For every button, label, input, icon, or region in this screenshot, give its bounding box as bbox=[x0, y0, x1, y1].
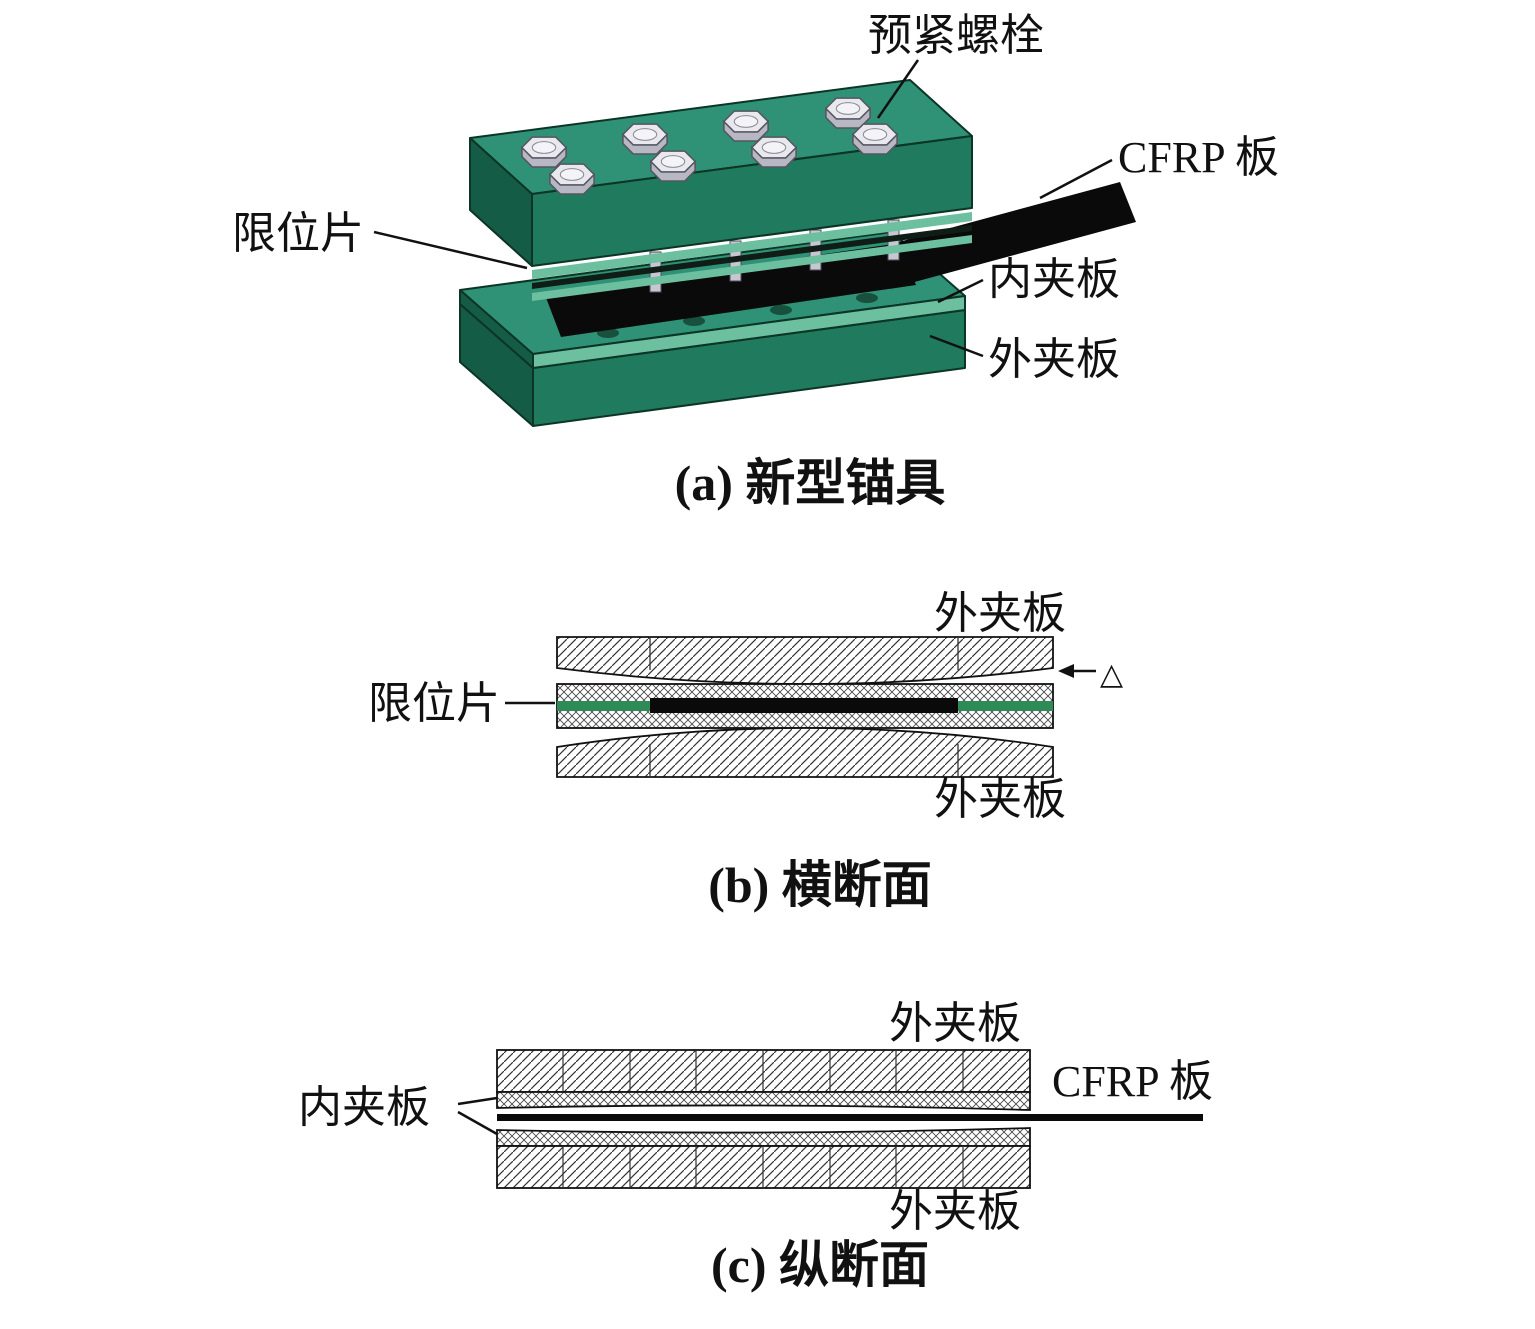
label-limit-piece-a: 限位片 bbox=[232, 209, 364, 258]
hex-bolt bbox=[751, 136, 797, 168]
outer-clamp-top-section bbox=[556, 636, 1054, 685]
leader-inner-clamp-upper-c bbox=[457, 1096, 498, 1106]
label-outer-clamp-bottom-b: 外夹板 bbox=[934, 775, 1066, 824]
outer-clamp-top-divisions-c bbox=[562, 1050, 964, 1092]
outer-clamp-bottom-divisions bbox=[649, 744, 959, 777]
outer-clamp-top-divisions bbox=[649, 637, 959, 670]
outer-clamp-bottom-divisions-c bbox=[562, 1146, 964, 1188]
outer-clamp-top-front-face bbox=[531, 135, 973, 267]
label-outer-clamp-bottom-c: 外夹板 bbox=[889, 1187, 1021, 1236]
cfrp-plate-3d-tongue bbox=[880, 182, 1136, 287]
panel-c-longitudinal-section: 外夹板 CFRP 板 内夹板 外夹板 (c) 纵断面 bbox=[298, 999, 1213, 1293]
inner-clamp-left-edge bbox=[459, 289, 534, 369]
hex-bolt bbox=[622, 123, 668, 155]
cfrp-plate-section-c bbox=[497, 1114, 1203, 1121]
cfrp-plate-section-b bbox=[650, 698, 958, 713]
leader-inner-clamp-lower-c bbox=[457, 1110, 498, 1136]
label-outer-clamp-a: 外夹板 bbox=[988, 335, 1120, 384]
cfrp-plate-3d bbox=[545, 243, 916, 337]
leader-outer-clamp-a bbox=[929, 334, 984, 358]
label-outer-clamp-top-b: 外夹板 bbox=[934, 589, 1066, 638]
panel-b-cross-section: 外夹板 限位片 △ 外夹板 (b) 横断面 bbox=[368, 589, 1123, 913]
panel-a-illustration: 预紧螺栓 CFRP 板 限位片 内夹板 外夹板 (a) 新型锚具 bbox=[232, 11, 1279, 511]
hex-bolt bbox=[852, 123, 898, 155]
leader-cfrp-plate-a bbox=[1039, 158, 1113, 200]
hex-bolt bbox=[521, 136, 567, 168]
label-pretension-bolt: 预紧螺栓 bbox=[868, 11, 1044, 60]
label-limit-piece-b: 限位片 bbox=[368, 679, 500, 728]
caption-panel-c: (c) 纵断面 bbox=[711, 1237, 929, 1293]
hex-bolt bbox=[723, 110, 769, 142]
limit-piece-strip-dark bbox=[532, 225, 972, 289]
label-inner-clamp-a: 内夹板 bbox=[988, 255, 1120, 304]
label-inner-clamp-c: 内夹板 bbox=[298, 1083, 430, 1132]
delta-arrow-head bbox=[1058, 664, 1074, 678]
inner-clamp-top-section-c bbox=[496, 1091, 1031, 1111]
caption-panel-a: (a) 新型锚具 bbox=[675, 455, 946, 511]
leader-inner-clamp-a bbox=[937, 278, 984, 304]
hex-bolt bbox=[650, 150, 696, 182]
limit-piece-strip-lower bbox=[532, 235, 972, 301]
leader-limit-piece-a bbox=[373, 230, 528, 270]
leader-pretension-bolt bbox=[876, 59, 920, 119]
gap-delta-annotation: △ bbox=[1058, 657, 1123, 692]
label-cfrp-plate-a: CFRP 板 bbox=[1118, 133, 1279, 182]
limit-piece-strip-upper bbox=[532, 212, 972, 279]
label-outer-clamp-top-c: 外夹板 bbox=[889, 999, 1021, 1048]
caption-panel-b: (b) 横断面 bbox=[708, 857, 932, 913]
label-gap-delta: △ bbox=[1100, 657, 1123, 692]
hex-bolt bbox=[549, 163, 595, 195]
outer-clamp-bottom-section bbox=[556, 727, 1054, 778]
label-cfrp-plate-c: CFRP 板 bbox=[1052, 1057, 1213, 1106]
inner-clamp-bottom-section-c bbox=[496, 1127, 1031, 1147]
